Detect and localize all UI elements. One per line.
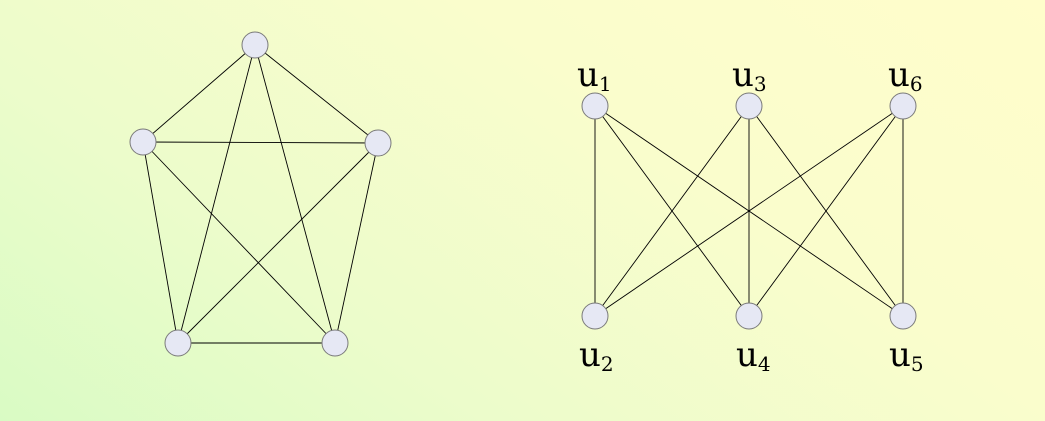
k5-vertex-bottom_right bbox=[321, 329, 349, 357]
k33-vertex-u4 bbox=[735, 302, 763, 330]
vertex-label-u3: u3 bbox=[732, 55, 767, 96]
vertex-label-u5: u5 bbox=[889, 335, 924, 376]
vertex-label-u1: u1 bbox=[577, 55, 612, 96]
k33-vertex-u1 bbox=[581, 92, 609, 120]
vertex-label-u2: u2 bbox=[579, 335, 614, 376]
k5-edge-left-bottom_right bbox=[142, 141, 336, 344]
vertex-label-u6: u6 bbox=[888, 55, 923, 96]
k33-vertex-u5 bbox=[889, 302, 917, 330]
bipartite-graph-k33: u1 u3 u6 u2 u4 u5 bbox=[577, 55, 924, 376]
vertex-label-u4: u4 bbox=[736, 335, 771, 376]
k33-vertices bbox=[581, 92, 917, 330]
k5-edge-top-right bbox=[254, 44, 379, 144]
k5-vertex-top bbox=[241, 31, 269, 59]
k5-edge-top-left bbox=[142, 44, 256, 143]
k5-edge-right-bottom_left bbox=[177, 142, 379, 344]
complete-graph-k5 bbox=[129, 31, 392, 357]
k33-edges bbox=[594, 105, 904, 317]
k5-edge-top-bottom_right bbox=[254, 44, 336, 344]
k33-vertex-u2 bbox=[581, 302, 609, 330]
k33-vertex-labels: u1 u3 u6 u2 u4 u5 bbox=[577, 55, 924, 376]
k33-edge-u3-u2 bbox=[594, 105, 750, 317]
k33-vertex-u3 bbox=[735, 92, 763, 120]
k33-vertex-u6 bbox=[889, 92, 917, 120]
k5-vertex-left bbox=[129, 128, 157, 156]
k5-edge-top-bottom_left bbox=[177, 44, 256, 344]
k5-edge-right-bottom_right bbox=[334, 142, 379, 344]
k33-edge-u6-u2 bbox=[594, 105, 904, 317]
k5-edges bbox=[142, 44, 379, 344]
k33-edge-u6-u4 bbox=[748, 105, 904, 317]
k5-vertices bbox=[129, 31, 392, 357]
k5-edge-left-bottom_left bbox=[142, 141, 179, 344]
k5-edge-left-right bbox=[142, 141, 379, 144]
k5-vertex-bottom_left bbox=[164, 329, 192, 357]
k5-vertex-right bbox=[364, 129, 392, 157]
